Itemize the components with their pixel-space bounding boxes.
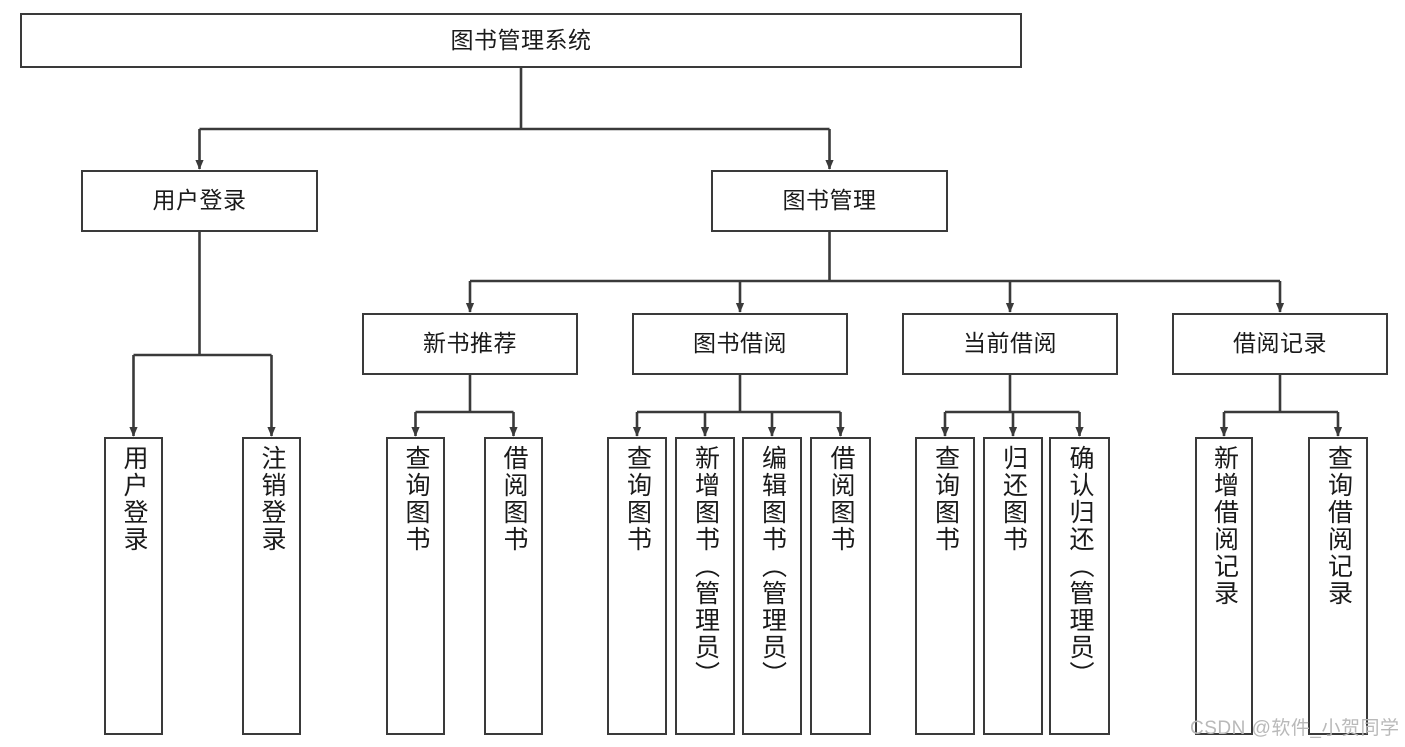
node-root[interactable]: 图书管理系统	[20, 13, 1022, 68]
node-label: 图书管理系统	[450, 26, 592, 53]
watermark: CSDN @软件_小贺同学	[1190, 718, 1400, 739]
node-records[interactable]: 借阅记录	[1172, 313, 1388, 375]
node-leaf-rc-query[interactable]: 查询借阅记录	[1308, 437, 1368, 735]
node-leaf-nb-borrow[interactable]: 借阅图书	[484, 437, 543, 735]
node-label: 注销登录	[258, 445, 286, 553]
node-leaf-user-logout[interactable]: 注销登录	[242, 437, 301, 735]
node-label: 确认归还（管理员）	[1066, 445, 1094, 688]
node-label: 图书借阅	[693, 330, 787, 357]
node-label: 借阅记录	[1233, 330, 1327, 357]
node-label: 查询图书	[623, 445, 652, 553]
node-borrow[interactable]: 图书借阅	[632, 313, 848, 375]
node-leaf-user-login[interactable]: 用户登录	[104, 437, 163, 735]
node-label: 新增图书（管理员）	[691, 445, 720, 688]
node-bookmgmt[interactable]: 图书管理	[711, 170, 948, 232]
node-label: 编辑图书（管理员）	[758, 445, 787, 688]
node-label: 当前借阅	[963, 330, 1057, 357]
node-newbook[interactable]: 新书推荐	[362, 313, 578, 375]
node-label: 借阅图书	[827, 445, 855, 553]
node-leaf-bw-edit[interactable]: 编辑图书（管理员）	[742, 437, 802, 735]
node-label: 图书管理	[782, 187, 877, 214]
node-leaf-bw-borrow[interactable]: 借阅图书	[810, 437, 871, 735]
node-leaf-rc-add[interactable]: 新增借阅记录	[1195, 437, 1253, 735]
node-label: 借阅图书	[500, 445, 528, 553]
node-label: 用户登录	[152, 187, 247, 214]
node-leaf-bw-add[interactable]: 新增图书（管理员）	[675, 437, 735, 735]
node-leaf-cb-confirm[interactable]: 确认归还（管理员）	[1049, 437, 1110, 735]
node-current[interactable]: 当前借阅	[902, 313, 1118, 375]
node-label: 新增借阅记录	[1210, 445, 1239, 607]
node-leaf-bw-query[interactable]: 查询图书	[607, 437, 667, 735]
node-leaf-cb-return[interactable]: 归还图书	[983, 437, 1043, 735]
node-login[interactable]: 用户登录	[81, 170, 318, 232]
node-label: 查询图书	[931, 445, 960, 553]
node-label: 新书推荐	[423, 330, 517, 357]
node-label: 归还图书	[999, 445, 1028, 553]
node-label: 查询图书	[402, 445, 430, 553]
node-label: 查询借阅记录	[1324, 445, 1353, 607]
node-label: 用户登录	[120, 445, 148, 553]
node-leaf-cb-query[interactable]: 查询图书	[915, 437, 975, 735]
node-leaf-nb-query[interactable]: 查询图书	[386, 437, 445, 735]
